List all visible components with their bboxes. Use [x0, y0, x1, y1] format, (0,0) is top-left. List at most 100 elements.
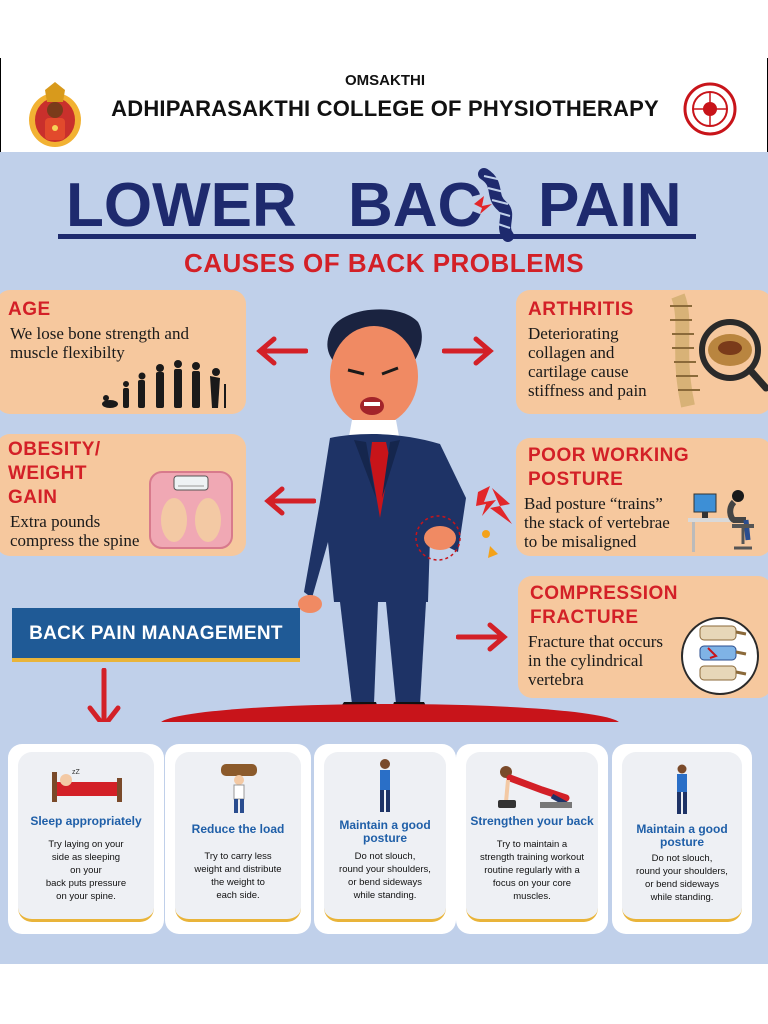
- tip-line: on your: [70, 865, 102, 876]
- cause-card-obesity: OBESITY/ WEIGHT GAIN Extra pounds compre…: [0, 434, 246, 556]
- subtitle: CAUSES OF BACK PROBLEMS: [183, 248, 585, 278]
- arrow-right-icon: [456, 622, 508, 652]
- bed-icon: zZ: [52, 769, 122, 802]
- svg-text:zZ: zZ: [72, 769, 81, 776]
- cause-desc-line: stiffness and pain: [528, 381, 647, 400]
- cause-title: ARTHRITIS: [528, 299, 634, 320]
- cause-desc-line: the stack of vertebrae: [524, 513, 670, 532]
- weight-lift-icon: [221, 764, 257, 813]
- header: OMSAKTHI ADHIPARASAKTHI COLLEGE OF PHYSI…: [0, 58, 768, 152]
- tip-line: round your shoulders,: [339, 864, 431, 875]
- tip-line: routine regularly with a: [484, 865, 580, 876]
- spine-k-icon: [474, 168, 514, 242]
- cause-title: OBESITY/: [8, 439, 101, 460]
- tip-line: Try to maintain a: [496, 839, 568, 850]
- tip-card-inner: Reduce the load Try to carry less weight…: [175, 752, 301, 922]
- cause-desc-line: in the cylindrical: [528, 651, 644, 670]
- cause-title: FRACTURE: [530, 607, 639, 628]
- vertebra-fracture-icon: [681, 617, 759, 695]
- weighing-scale-icon: [149, 471, 233, 549]
- cause-card-posture: POOR WORKING POSTURE Bad posture “trains…: [516, 438, 768, 556]
- cause-title: GAIN: [8, 487, 58, 508]
- tip-line: Do not slouch,: [651, 853, 713, 864]
- cause-card-age: AGE We lose bone strength and muscle fle…: [0, 290, 246, 414]
- cause-title: POOR WORKING: [528, 445, 690, 466]
- temple-deity-logo: [29, 82, 81, 147]
- cause-desc-line: muscle flexibilty: [10, 343, 125, 362]
- tip-line: the weight to: [211, 877, 265, 888]
- title-word-back: BAC: [348, 171, 482, 240]
- tip-line: muscles.: [513, 891, 551, 902]
- cause-card-arthritis: ARTHRITIS Deteriorating collagen and car…: [516, 290, 768, 414]
- cause-desc-line: We lose bone strength and: [10, 324, 189, 343]
- tip-line: round your shoulders,: [636, 866, 728, 877]
- tip-card-posture-2: Maintain a good posture Do not slouch, r…: [612, 744, 752, 934]
- aging-silhouette-icon: [102, 360, 226, 408]
- title-word-lower: LOWER: [66, 171, 297, 240]
- cause-desc-line: vertebra: [528, 670, 584, 689]
- tip-line: on your spine.: [56, 891, 116, 902]
- tip-title: Maintain a good: [636, 822, 728, 836]
- tip-title: Sleep appropriately: [30, 814, 142, 828]
- tip-line: weight and distribute: [194, 864, 282, 875]
- spine-icon: [670, 293, 768, 408]
- tip-title: Reduce the load: [191, 822, 285, 836]
- arrow-right-icon: [442, 336, 494, 366]
- title-word-pain: PAIN: [538, 171, 682, 240]
- tip-title: posture: [362, 831, 407, 845]
- tip-card-posture: Maintain a good posture Do not slouch, r…: [314, 744, 456, 934]
- cause-desc-line: compress the spine: [10, 531, 140, 550]
- tip-title: Maintain a good: [339, 818, 431, 832]
- cause-desc-line: cartilage cause: [528, 362, 629, 381]
- tip-line: or bend sideways: [645, 879, 719, 890]
- cause-desc-line: Bad posture “trains”: [524, 494, 663, 513]
- standing-person-icon: [677, 764, 687, 814]
- page-title: LOWER BAC PAIN: [60, 166, 696, 242]
- tip-title: posture: [659, 835, 704, 849]
- standing-person-icon: [380, 759, 390, 812]
- tip-line: while standing.: [650, 892, 714, 903]
- cause-title: COMPRESSION: [530, 583, 679, 604]
- floor-shadow: [160, 704, 620, 724]
- tip-card-inner: Maintain a good posture Do not slouch, r…: [622, 752, 742, 922]
- desk-worker-icon: [688, 490, 754, 552]
- tip-card-inner: Maintain a good posture Do not slouch, r…: [324, 752, 446, 922]
- college-seal-logo: [683, 82, 737, 136]
- tip-card-inner: Strengthen your back Try to maintain a s…: [466, 752, 598, 922]
- tip-line: strength training workout: [479, 852, 585, 863]
- back-pain-management-banner: BACK PAIN MANAGEMENT: [12, 608, 300, 662]
- tip-card-load: Reduce the load Try to carry less weight…: [165, 744, 311, 934]
- infographic-panel: LOWER BAC PAIN CAUSES OF BACK PROBLEMS A…: [0, 152, 768, 964]
- arrow-left-icon: [264, 486, 316, 516]
- cause-title: AGE: [8, 299, 51, 320]
- tip-line: or bend sideways: [348, 877, 422, 888]
- organization-tagline: OMSAKTHI: [345, 72, 425, 89]
- cause-desc-line: Fracture that occurs: [528, 632, 663, 651]
- cause-desc-line: to be misaligned: [524, 532, 637, 551]
- tip-card-sleep: zZ Sleep appropriately Try laying on you…: [8, 744, 164, 934]
- cause-desc-line: Extra pounds: [10, 512, 101, 531]
- cause-desc-line: Deteriorating: [528, 324, 619, 343]
- tip-line: focus on your core: [492, 878, 572, 889]
- arrow-left-icon: [256, 336, 308, 366]
- tip-line: each side.: [216, 890, 260, 901]
- management-label: BACK PAIN MANAGEMENT: [29, 623, 283, 644]
- college-name: ADHIPARASAKTHI COLLEGE OF PHYSIOTHERAPY: [111, 96, 659, 121]
- tip-line: Try laying on your: [48, 839, 124, 850]
- man-back-pain-illustration: [298, 309, 498, 714]
- tip-line: Try to carry less: [204, 851, 272, 862]
- tip-card-inner: zZ Sleep appropriately Try laying on you…: [18, 752, 154, 922]
- tip-line: Do not slouch,: [354, 851, 416, 862]
- plank-exercise-icon: [498, 766, 572, 809]
- cause-title: POSTURE: [528, 469, 624, 490]
- tip-title: Strengthen your back: [470, 814, 594, 828]
- cause-desc-line: collagen and: [528, 343, 615, 362]
- title-graphic: LOWER BAC PAIN: [66, 168, 682, 242]
- cause-title: WEIGHT: [8, 463, 87, 484]
- tip-line: back puts pressure: [45, 878, 127, 889]
- cause-card-fracture: COMPRESSION FRACTURE Fracture that occur…: [518, 576, 768, 698]
- tip-line: while standing.: [353, 890, 417, 901]
- tip-line: side as sleeping: [51, 852, 121, 863]
- tip-card-strengthen: Strengthen your back Try to maintain a s…: [456, 744, 608, 934]
- title-divider: [58, 234, 696, 239]
